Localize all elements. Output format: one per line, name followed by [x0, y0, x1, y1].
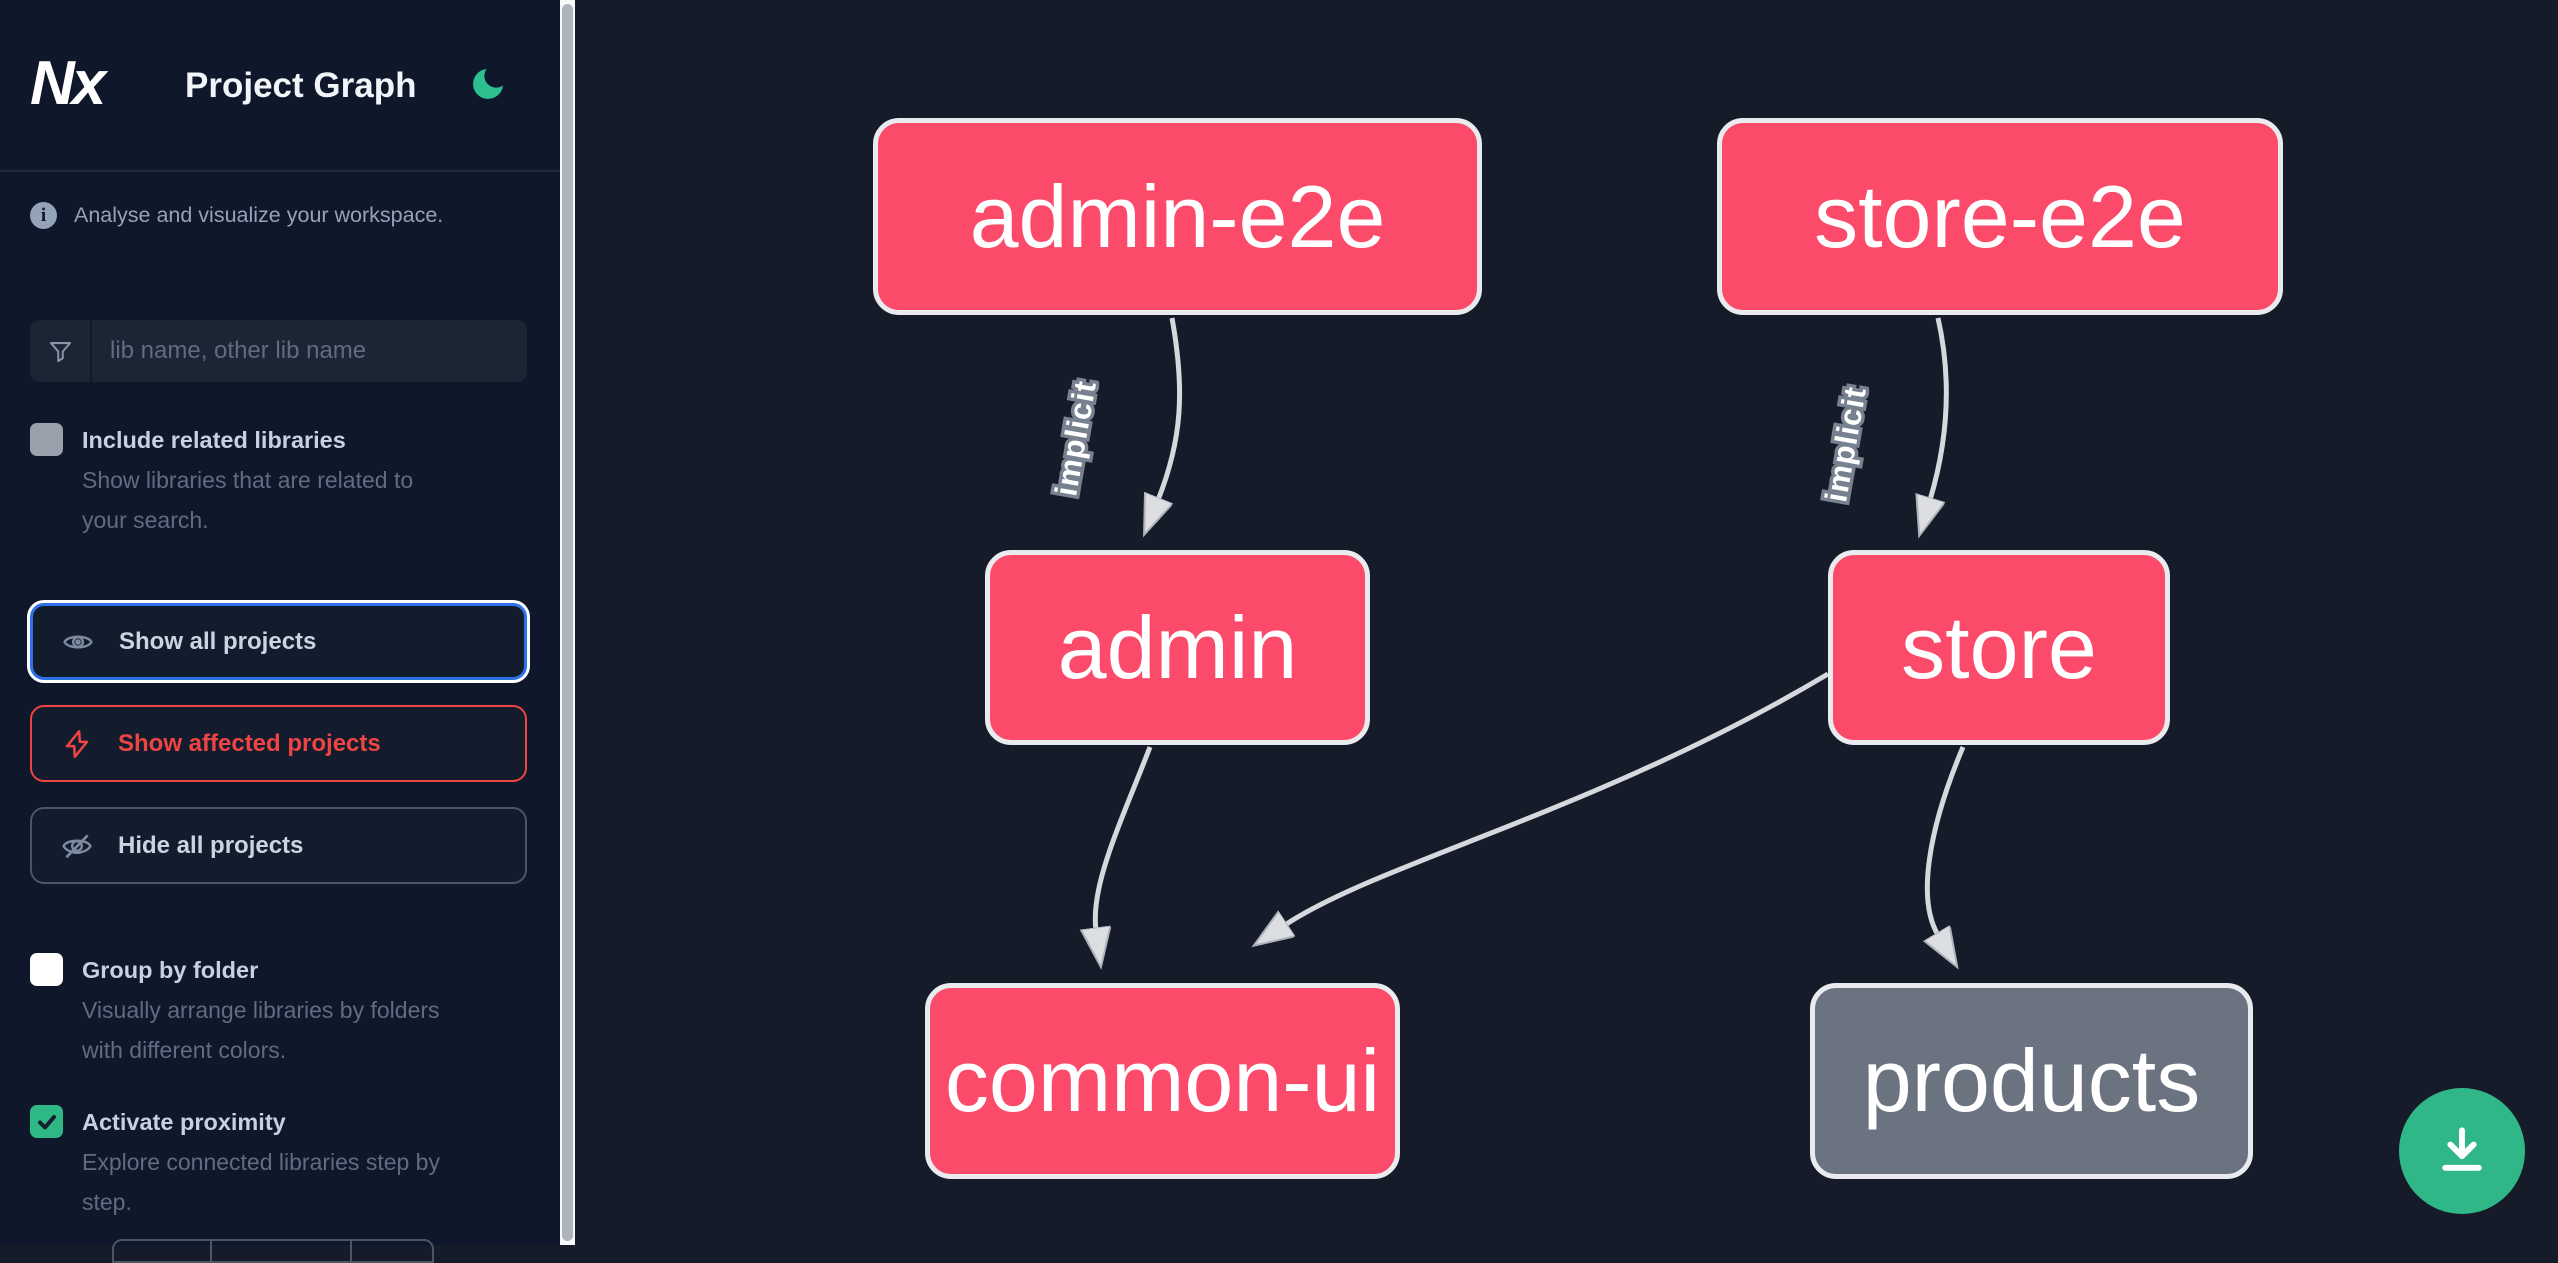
eye-icon — [61, 625, 95, 659]
show-all-projects-button[interactable]: Show all projects — [30, 603, 527, 680]
checkbox-activate-proximity[interactable] — [30, 1105, 63, 1138]
button-label: Hide all projects — [118, 831, 304, 859]
button-label: Show all projects — [119, 627, 317, 655]
node-store[interactable]: store — [1828, 550, 2170, 745]
node-products[interactable]: products — [1810, 983, 2253, 1179]
checkbox-include-related-libraries[interactable] — [30, 423, 63, 456]
search-input[interactable] — [92, 320, 527, 382]
theme-toggle-button[interactable] — [468, 62, 512, 106]
toggle-group-by-folder[interactable]: Group by folder Visually arrange librari… — [30, 950, 530, 1070]
node-admin-e2e[interactable]: admin-e2e — [873, 118, 1482, 315]
node-store-e2e[interactable]: store-e2e — [1717, 118, 2283, 315]
toggle-label: Activate proximity — [82, 1109, 286, 1135]
download-icon — [2431, 1120, 2493, 1182]
sidebar: Nx Project Graph i Analyse and visualize… — [0, 0, 560, 1263]
download-image-button[interactable] — [2399, 1088, 2525, 1214]
toggle-label: Include related libraries — [82, 427, 346, 453]
nx-logo: Nx — [30, 49, 106, 118]
node-common-ui[interactable]: common-ui — [925, 983, 1400, 1179]
hide-all-projects-button[interactable]: Hide all projects — [30, 807, 527, 884]
workspace-info: i Analyse and visualize your workspace. — [30, 202, 540, 229]
button-label: Show affected projects — [118, 729, 381, 757]
moon-icon — [468, 64, 512, 104]
sidebar-scrollbar-track — [560, 0, 575, 1245]
show-affected-projects-button[interactable]: Show affected projects — [30, 705, 527, 782]
sidebar-scrollbar-thumb[interactable] — [562, 4, 573, 1241]
sidebar-header: Nx Project Graph — [0, 0, 560, 172]
info-icon: i — [30, 202, 57, 229]
filter-icon — [30, 320, 92, 382]
page-title: Project Graph — [185, 66, 417, 105]
node-admin[interactable]: admin — [985, 550, 1370, 745]
checkbox-group-by-folder[interactable] — [30, 953, 63, 986]
segment-divider — [210, 1241, 212, 1261]
toggle-description: Explore connected libraries step by step… — [82, 1149, 440, 1215]
workspace-info-text: Analyse and visualize your workspace. — [74, 203, 444, 227]
search-box — [30, 320, 527, 382]
segment-divider — [350, 1241, 352, 1261]
eye-off-icon — [60, 829, 94, 863]
toggle-label: Group by folder — [82, 957, 259, 983]
toggle-include-related-libraries[interactable]: Include related libraries Show libraries… — [30, 420, 530, 540]
toggle-activate-proximity[interactable]: Activate proximity Explore connected lib… — [30, 1102, 530, 1222]
toggle-description: Visually arrange libraries by folders wi… — [82, 997, 440, 1063]
proximity-depth-control[interactable] — [112, 1239, 434, 1263]
toggle-description: Show libraries that are related to your … — [82, 467, 414, 533]
bolt-icon — [60, 727, 94, 761]
